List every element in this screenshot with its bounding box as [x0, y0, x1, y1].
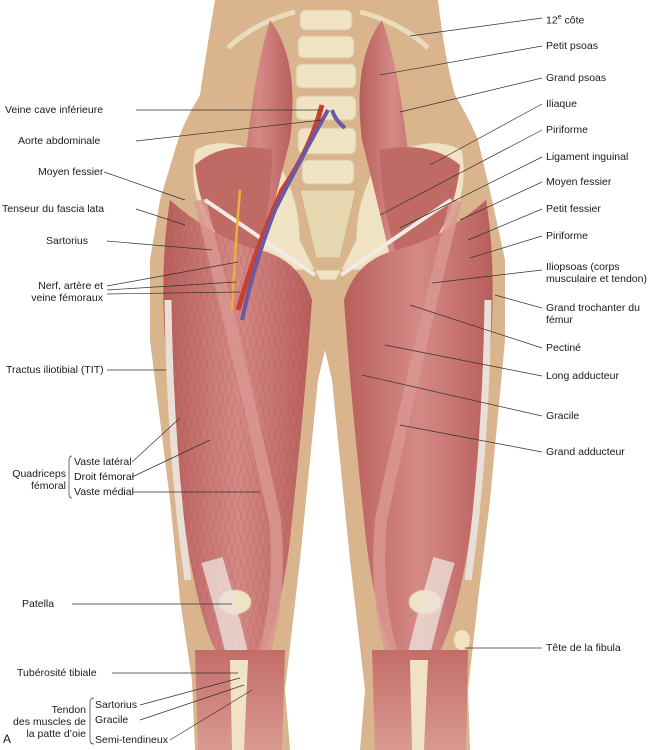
label-12e-cote: 12e côte: [546, 12, 584, 27]
label-grand-adducteur: Grand adducteur: [546, 446, 625, 458]
label-tractus: Tractus iliotibial (TIT): [6, 364, 104, 376]
label-grand-trochanter-2: fémur: [546, 314, 573, 326]
label-nerf-2: veine fémoraux: [31, 292, 103, 304]
label-petit-psoas: Petit psoas: [546, 40, 598, 52]
label-vaste-medial: Vaste médial: [74, 486, 134, 498]
label-grand-trochanter-1: Grand trochanter du: [546, 302, 640, 314]
tibia-right: [410, 660, 428, 750]
label-tendon-sartorius: Sartorius: [95, 699, 138, 711]
inguinal-ligament-right: [339, 198, 453, 277]
label-tendon-1: Tendon: [51, 704, 86, 716]
label-droit-femoral: Droit fémoral: [74, 471, 135, 483]
label-tuberosite: Tubérosité tibiale: [17, 667, 97, 679]
label-quadriceps-1: Quadriceps: [12, 468, 66, 480]
label-aorte: Aorte abdominale: [18, 135, 101, 147]
label-tenseur: Tenseur du fascia lata: [2, 203, 105, 215]
vena-cava: [240, 109, 347, 321]
label-ligament-inguinal: Ligament inguinal: [546, 151, 629, 163]
sacrum: [299, 189, 357, 259]
sartorius-left: [194, 198, 283, 662]
label-sartorius-left: Sartorius: [46, 235, 89, 247]
rib-12-left: [226, 9, 296, 50]
label-quadriceps-2: fémoral: [30, 480, 66, 492]
label-tete-fibula: Tête de la fibula: [546, 642, 621, 654]
rib-12-right: [359, 9, 430, 50]
label-iliopsoas-2: musculaire et tendon): [546, 273, 647, 285]
iliacus-right: [380, 147, 460, 260]
label-long-adducteur: Long adducteur: [546, 370, 619, 382]
label-12e-cote-text: côte: [561, 14, 585, 27]
label-piriforme-2: Piriforme: [546, 230, 589, 242]
iliotibial-tract-right: [464, 299, 492, 581]
label-tendon-2: des muscles de: [13, 716, 86, 728]
label-tendon-3: la patte d’oie: [26, 728, 86, 740]
label-petit-fessier: Petit fessier: [546, 203, 601, 215]
label-tendon-gracile: Gracile: [95, 714, 129, 726]
tibia-left: [230, 660, 248, 750]
label-nerf-1: Nerf, artère et: [38, 280, 103, 292]
lumbar-spine: [295, 9, 357, 185]
label-patella: Patella: [22, 598, 55, 610]
iliotibial-tract-left: [164, 299, 192, 581]
label-12e-cote-sup: e: [557, 14, 562, 21]
label-gracile-right: Gracile: [546, 410, 580, 422]
label-iliaque: Iliaque: [546, 98, 577, 110]
sartorius-right: [373, 198, 462, 662]
label-piriforme-1: Piriforme: [546, 124, 589, 136]
fibula-head: [454, 630, 470, 650]
label-vaste-lateral: Vaste latéral: [74, 456, 132, 468]
label-12e-cote-num: 12: [546, 14, 558, 27]
label-pectine: Pectiné: [546, 342, 582, 354]
leader-lines: [68, 17, 543, 745]
label-tendon-semi: Semi-tendineux: [95, 734, 168, 746]
femoral-nerve: [230, 189, 242, 311]
aorta: [235, 104, 325, 311]
label-grand-psoas: Grand psoas: [546, 72, 607, 84]
label-moyen-fessier-left: Moyen fessier: [38, 166, 104, 178]
label-iliopsoas-1: Iliopsoas (corps: [546, 261, 620, 273]
figure-letter: A: [3, 732, 12, 746]
label-moyen-fessier-right: Moyen fessier: [546, 176, 612, 188]
label-veine-cave: Veine cave inférieure: [5, 104, 104, 116]
